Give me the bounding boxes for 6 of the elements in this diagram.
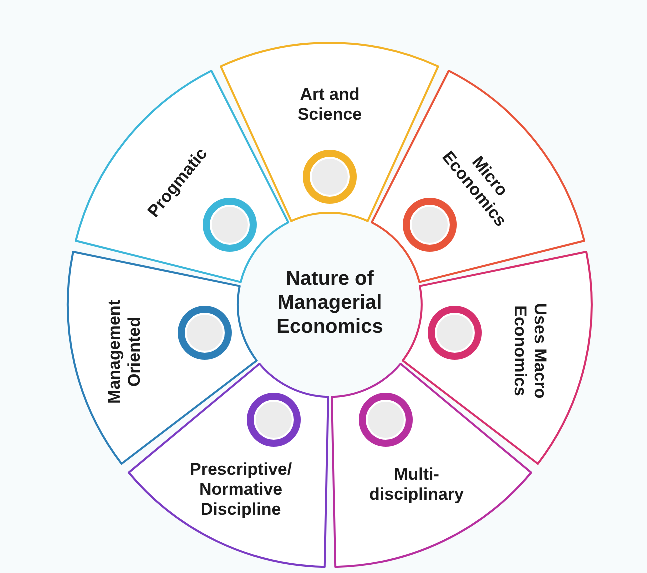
segment-label: Management Oriented [105, 298, 146, 406]
center-title: Nature of Managerial Economics [255, 267, 405, 339]
segment-label: Prescriptive/ Normative Discipline [189, 460, 294, 520]
segment-label: Uses Macro Economics [510, 302, 550, 400]
segment-label: Multi- disciplinary [368, 465, 465, 506]
segment-label: Art and Science [296, 85, 364, 125]
